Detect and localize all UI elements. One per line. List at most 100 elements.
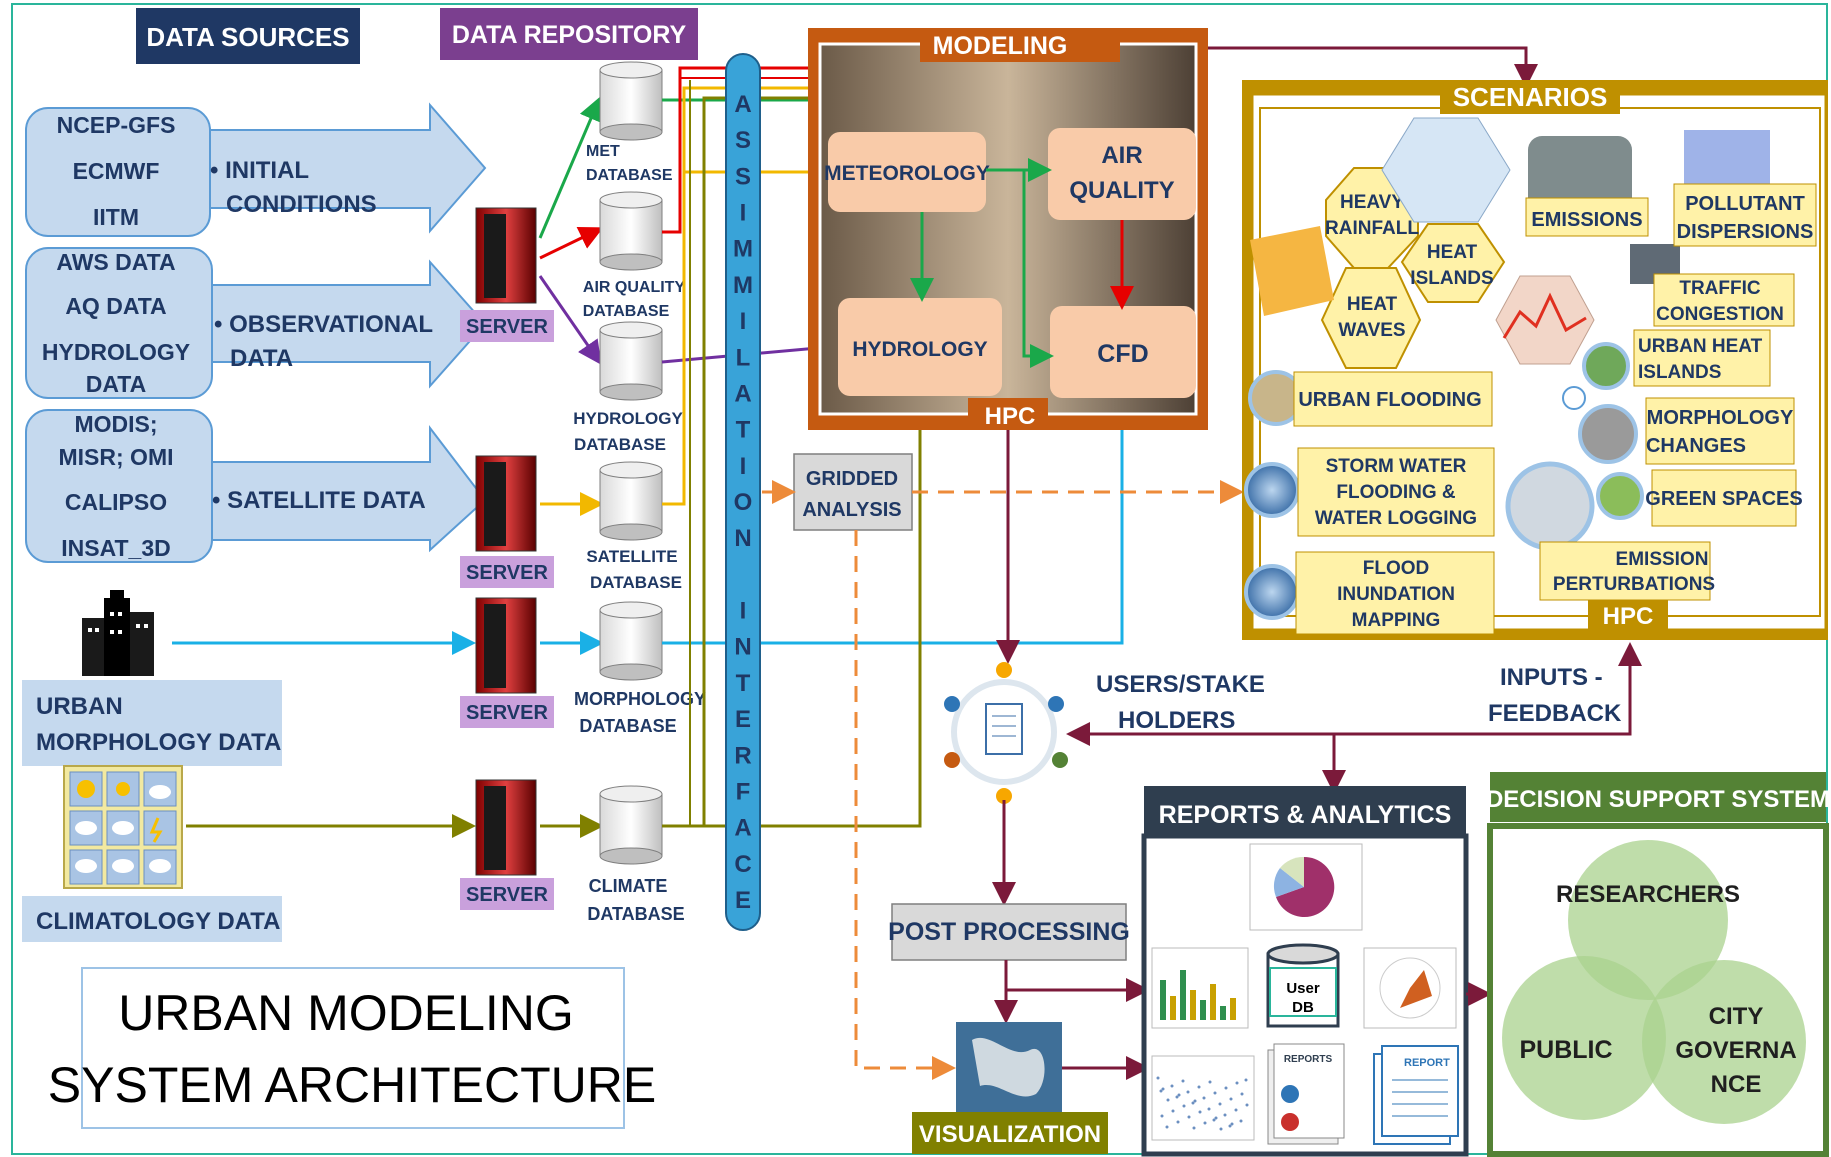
- assimilation-letter: A: [734, 815, 751, 842]
- user-db-icon: [1266, 943, 1340, 1028]
- modeling-title: MODELING: [933, 32, 1068, 60]
- scatter-dot: [1230, 1122, 1234, 1126]
- scatter-dot: [1202, 1096, 1206, 1100]
- scatter-dot: [1240, 1092, 1244, 1096]
- user-db-label-2: DB: [1292, 999, 1314, 1016]
- assimilation-letter: N: [734, 525, 751, 552]
- flood-label-3: MAPPING: [1352, 610, 1441, 631]
- met-db-label-2: DATABASE: [586, 167, 673, 184]
- scatter-dot: [1218, 1102, 1222, 1106]
- scenarios-hpc-label: HPC: [1603, 603, 1654, 630]
- green-spaces-box: [1651, 469, 1797, 527]
- modeling-hpc-label: HPC: [985, 403, 1036, 430]
- storm-water-box: [1297, 447, 1495, 537]
- post-processing-label: POST PROCESSING: [888, 918, 1130, 946]
- satellite-arrow: [204, 425, 487, 553]
- met-to-cfd-arrow: [1022, 170, 1054, 368]
- database-icon: [599, 785, 663, 865]
- weather-grid-icon: [63, 765, 183, 889]
- bar-chart-icon: [1151, 947, 1249, 1029]
- server-label-1: SERVER: [466, 316, 548, 338]
- scatter-dot: [1170, 1084, 1174, 1088]
- scatter-dot: [1235, 1081, 1239, 1085]
- scatter-dot: [1219, 1127, 1223, 1131]
- scatter-dot: [1214, 1116, 1218, 1120]
- assimilation-letter: I: [740, 200, 747, 227]
- scatter-dot: [1175, 1095, 1179, 1099]
- building-icon: [82, 590, 154, 676]
- server-label-3: SERVER: [466, 702, 548, 724]
- assimilation-letter: F: [736, 778, 751, 805]
- observational-label-1: • OBSERVATIONAL: [214, 311, 433, 338]
- reports-stack-icon: [1267, 1043, 1345, 1145]
- assimilation-letter: I: [740, 598, 747, 625]
- scatter-dot: [1203, 1121, 1207, 1125]
- public-circle: [1502, 956, 1666, 1120]
- post-processing-box: [891, 903, 1127, 961]
- visualization-label-bg: [912, 1112, 1108, 1154]
- source-aq: AQ DATA: [65, 293, 166, 319]
- reports-stack-label: REPORTS: [1284, 1054, 1333, 1065]
- scatter-dot: [1181, 1079, 1185, 1083]
- user-db-label-1: User: [1286, 980, 1320, 997]
- server-icon: [460, 455, 554, 588]
- heavy-rainfall-label-1: HEAVY: [1340, 192, 1404, 213]
- scatter-dot: [1182, 1104, 1186, 1108]
- morph-db-label-1: MORPHOLOGY: [574, 689, 706, 709]
- heat-islands-label-2: ISLANDS: [1410, 268, 1493, 289]
- heat-islands-label-1: HEAT: [1427, 242, 1478, 263]
- rain-image: [1381, 117, 1511, 223]
- scatter-dot: [1244, 1078, 1248, 1082]
- emission-pert-box: [1539, 541, 1711, 601]
- heat-waves-label-1: HEAT: [1347, 294, 1398, 315]
- source-hydrology-data: DATA: [86, 371, 146, 397]
- assimilation-letter: M: [733, 272, 753, 299]
- scatter-dot: [1156, 1076, 1160, 1080]
- server-icon: [460, 597, 554, 728]
- assimilation-letter: I: [740, 308, 747, 335]
- assimilation-letter: A: [734, 91, 751, 118]
- pollutant-image: [1684, 130, 1770, 194]
- met-db-label-1: MET: [586, 143, 620, 160]
- source-aws: AWS DATA: [56, 249, 175, 275]
- database-icon: [599, 601, 663, 681]
- assimilation-letter: S: [735, 163, 751, 190]
- city-label-1: CITY: [1709, 1003, 1764, 1030]
- scatter-dot: [1245, 1103, 1249, 1107]
- air-quality-label-2: QUALITY: [1069, 177, 1174, 204]
- assimilation-letter: T: [736, 670, 751, 697]
- bubble-small: [1562, 386, 1586, 410]
- visualization-label: VISUALIZATION: [919, 1121, 1101, 1148]
- modeling-header-bg: [920, 28, 1120, 62]
- dss-title: DECISION SUPPORT SYSTEM: [1486, 786, 1830, 813]
- morphology-label-1: MORPHOLOGY: [1647, 407, 1794, 429]
- morphology-image: [1578, 404, 1638, 464]
- source-misr: MISR; OMI: [59, 444, 174, 470]
- reports-title: REPORTS & ANALYTICS: [1159, 801, 1452, 829]
- hpc-label-bg: [968, 398, 1048, 428]
- green-spaces-image: [1596, 472, 1644, 520]
- aq-db-label-1: AIR QUALITY: [583, 279, 686, 296]
- radar-chart-icon: [1363, 947, 1457, 1029]
- data-repository-header: [440, 8, 698, 60]
- heat-waves-hex: [1320, 267, 1422, 369]
- source-calipso: CALIPSO: [65, 489, 167, 515]
- scatter-dot: [1160, 1114, 1164, 1118]
- morph-db-to-cfd: [662, 390, 1134, 645]
- inputs-label-1: INPUTS -: [1500, 664, 1603, 691]
- users-label-1: USERS/STAKE: [1096, 671, 1265, 698]
- satellite-group: MODIS; MISR; OMI CALIPSO INSAT_3D • SATE…: [25, 409, 487, 563]
- source-ncep: NCEP-GFS: [57, 112, 176, 138]
- assimilation-letter: C: [734, 851, 751, 878]
- flood-label-2: INUNDATION: [1337, 584, 1455, 605]
- heat-curve: [1502, 292, 1587, 339]
- assimilation-letter: O: [734, 489, 753, 516]
- observational-arrow: [204, 259, 487, 389]
- scatter-dot: [1193, 1099, 1197, 1103]
- air-quality-label-1: AIR: [1101, 142, 1142, 169]
- users-label-2: HOLDERS: [1118, 707, 1235, 734]
- scatter-dot: [1165, 1125, 1169, 1129]
- initial-label-1: • INITIAL: [210, 157, 309, 184]
- scatter-dot: [1197, 1085, 1201, 1089]
